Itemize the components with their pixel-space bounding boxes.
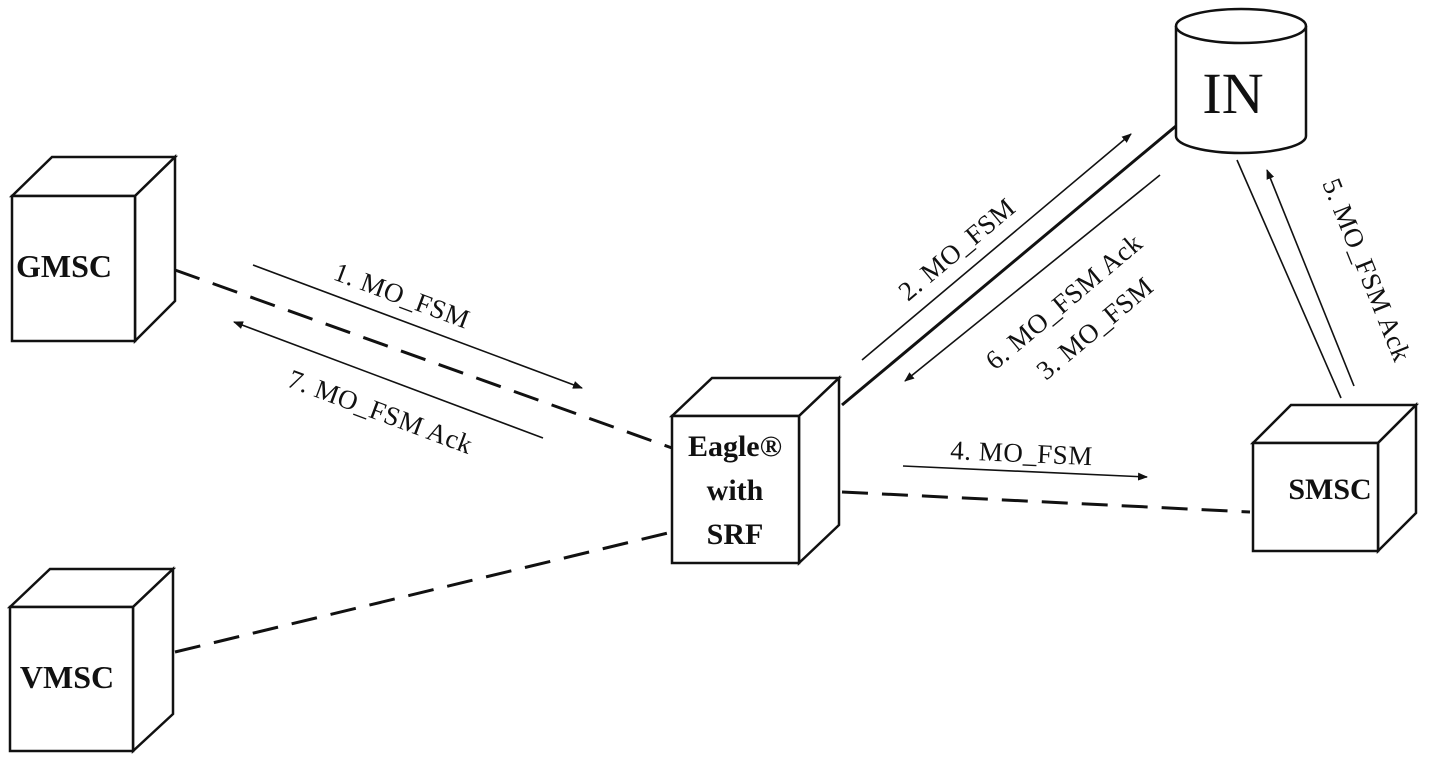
link-vmsc-eagle xyxy=(174,530,673,654)
eagle-label-line3: SRF xyxy=(707,518,764,551)
arrow-4-mo-fsm xyxy=(902,465,1148,481)
vmsc-box-front xyxy=(8,605,135,753)
in-database-node: IN xyxy=(1174,7,1308,155)
msg-label-4: 4. MO_FSM xyxy=(950,435,1094,471)
arrow-1-mo-fsm xyxy=(252,264,583,389)
msg-label-7: 7. MO_FSM Ack xyxy=(284,364,477,460)
in-label: IN xyxy=(1202,61,1263,126)
msg-label-5: 5. MO_FSM Ack xyxy=(1316,174,1417,366)
vmsc-node: VMSC xyxy=(6,566,177,754)
msg-label-2: 2. MO_FSM xyxy=(893,192,1021,307)
gmsc-box-front xyxy=(10,194,137,343)
eagle-box-front xyxy=(670,414,801,565)
gmsc-label: GMSC xyxy=(16,248,112,284)
in-cylinder-top xyxy=(1174,7,1308,45)
msg-label-1: 1. MO_FSM xyxy=(330,257,474,335)
smsc-label: SMSC xyxy=(1288,473,1371,506)
in-cylinder-body xyxy=(1174,26,1308,155)
arrow-5-mo-fsm-ack xyxy=(1266,169,1355,387)
smsc-box-front xyxy=(1251,441,1380,553)
eagle-srf-node: Eagle® with SRF xyxy=(668,375,843,566)
eagle-label-line1: Eagle® xyxy=(688,430,782,463)
link-eagle-in xyxy=(841,124,1177,407)
arrow-7-mo-fsm-ack xyxy=(233,321,544,439)
link-gmsc-eagle xyxy=(174,268,673,450)
eagle-label-line2: with xyxy=(707,474,764,507)
arrow-3-mo-fsm xyxy=(904,174,1161,382)
link-eagle-smsc xyxy=(841,490,1251,514)
link-smsc-in xyxy=(1236,159,1342,399)
arrow-2-mo-fsm xyxy=(861,133,1132,361)
gmsc-node: GMSC xyxy=(8,154,179,345)
vmsc-label: VMSC xyxy=(20,659,114,695)
smsc-node: SMSC xyxy=(1249,401,1420,555)
